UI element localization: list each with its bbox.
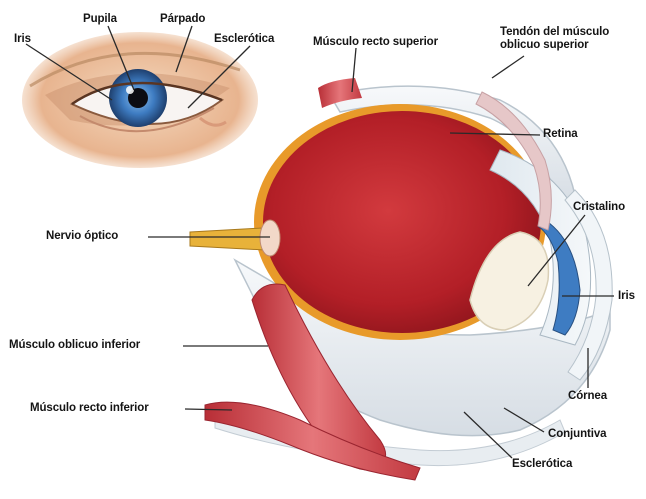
label-musculo-recto-superior: Músculo recto superior (313, 36, 438, 49)
label-esclerotica: Esclerótica (512, 458, 572, 471)
label-conjuntiva: Conjuntiva (548, 428, 606, 441)
label-musculo-oblicuo-inferior: Músculo oblicuo inferior (9, 339, 140, 352)
label-iris: Iris (618, 290, 635, 303)
label-pupila: Pupila (83, 13, 117, 26)
label-esclerotica-external: Esclerótica (214, 33, 274, 46)
label-musculo-recto-inferior: Músculo recto inferior (30, 402, 149, 415)
label-parpado: Párpado (160, 13, 205, 26)
external-eye-illustration (22, 32, 258, 168)
optic-nerve (190, 228, 265, 250)
label-tendon-line2: oblicuo superior (500, 39, 589, 51)
label-cristalino: Cristalino (573, 201, 625, 214)
label-cornea: Córnea (568, 390, 607, 403)
label-tendon: Tendón del músculo oblicuo superior (500, 26, 646, 52)
label-iris-external: Iris (14, 33, 31, 46)
label-retina: Retina (543, 128, 578, 141)
label-tendon-line1: Tendón del músculo (500, 26, 609, 38)
label-nervio-optico: Nervio óptico (46, 230, 118, 243)
